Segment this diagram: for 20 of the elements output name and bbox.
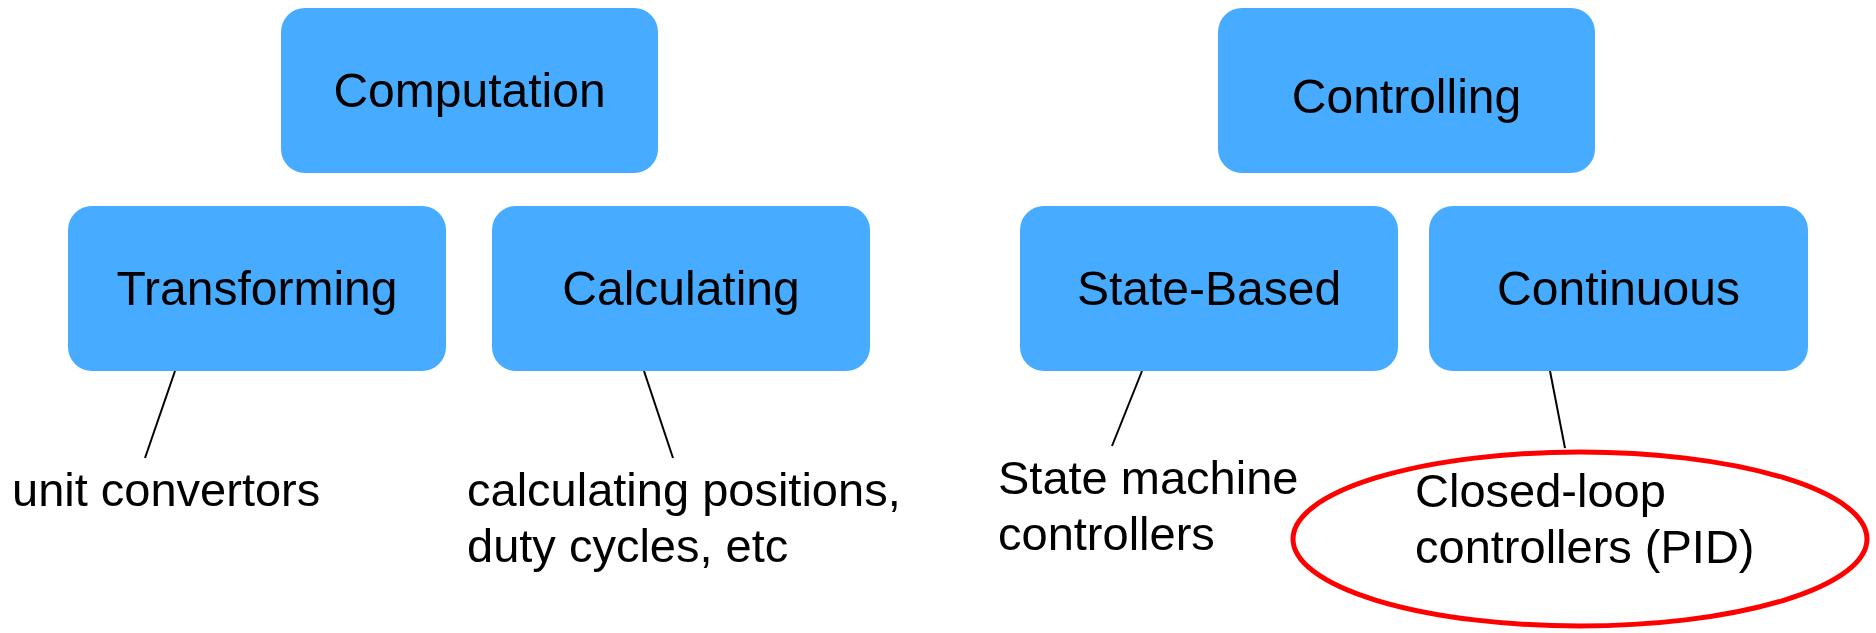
category-box bbox=[281, 8, 658, 173]
box-label: Transforming bbox=[116, 261, 398, 316]
leader-line bbox=[1549, 370, 1566, 450]
example-text: unit convertors bbox=[12, 462, 372, 519]
category-box bbox=[68, 206, 446, 371]
category-box bbox=[1020, 206, 1398, 371]
box-label: Controlling bbox=[1291, 69, 1522, 124]
leader-line bbox=[144, 370, 176, 459]
example-text: State machine controllers bbox=[998, 450, 1328, 563]
box-label: Continuous bbox=[1497, 261, 1740, 316]
example-text: Closed-loop controllers (PID) bbox=[1415, 463, 1756, 576]
box-label: Calculating bbox=[562, 261, 800, 316]
category-box bbox=[1218, 8, 1595, 173]
example-text: calculating positions, duty cycles, etc bbox=[467, 462, 987, 575]
category-box bbox=[1429, 206, 1808, 371]
box-label: Computation bbox=[333, 63, 606, 118]
leader-line bbox=[643, 370, 674, 459]
box-label: State-Based bbox=[1076, 261, 1342, 316]
category-box bbox=[492, 206, 870, 371]
leader-line bbox=[1111, 370, 1143, 447]
